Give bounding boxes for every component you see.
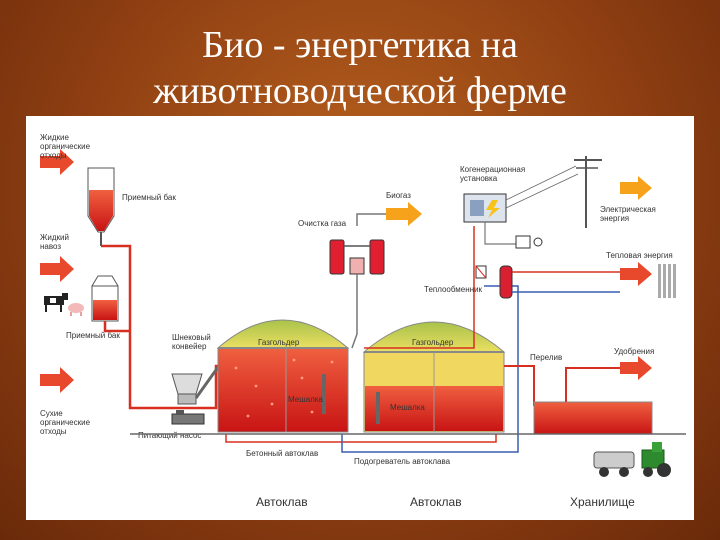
label-feed-pump: Питающий насос [138, 431, 201, 440]
label-electric-energy: Электрическая энергия [600, 205, 658, 223]
pipe-heat-red [364, 226, 475, 349]
pig-icon [68, 303, 84, 316]
label-fertilizer: Удобрения [614, 347, 654, 356]
label-concrete-autoclave: Бетонный автоклав [246, 449, 318, 458]
arrow-heat-energy [620, 262, 652, 286]
label-biogas: Биогаз [386, 191, 411, 200]
biogas-diagram: Жидкие органические отходы Жидкий навоз … [26, 116, 694, 520]
label-overflow: Перелив [530, 353, 562, 362]
label-gasholder-right: Газгольдер [412, 338, 454, 347]
slide-title: Био - энергетика на животноводческой фер… [0, 22, 720, 114]
label-screw-conveyor: Шнековый конвейер [172, 333, 213, 351]
receiving-tank-bottom [91, 275, 119, 322]
label-cogeneration: Когенерационная установка [460, 165, 527, 183]
autoclave-right [362, 321, 506, 433]
valve-box [515, 235, 531, 249]
label-receiving-tank-top: Приемный бак [122, 193, 176, 202]
slide-title-line-2: животноводческой ферме [153, 70, 567, 112]
biogas-diagram-svg: Жидкие органические отходы Жидкий навоз … [40, 133, 686, 509]
pipe-gas [351, 274, 358, 349]
cogeneration-unit [463, 193, 507, 223]
pipe-cogen [484, 222, 516, 245]
power-pylon-icon [505, 156, 602, 228]
pipe-heater-red [225, 434, 497, 443]
label-autoclave-heater: Подогреватель автоклава [354, 457, 451, 466]
receiving-tank-top [87, 167, 115, 246]
arrow-liquid-waste [40, 149, 74, 175]
label-heat-energy: Тепловая энергия [606, 251, 673, 260]
pipe-overflow [504, 365, 535, 406]
cow-icon [44, 293, 68, 312]
label-receiving-tank-bottom: Приемный бак [66, 331, 120, 340]
arrow-biogas [386, 202, 422, 226]
label-dry-waste: Сухие органические отходы [40, 409, 92, 436]
arrow-liquid-manure [40, 256, 74, 282]
label-autoclave-left: Автоклав [256, 495, 308, 509]
heat-exchanger [475, 265, 513, 299]
label-storage: Хранилище [570, 495, 635, 509]
arrow-dry-waste [40, 367, 74, 393]
label-liquid-waste: Жидкие органические отходы [40, 133, 92, 160]
tractor-icon [593, 442, 671, 477]
gas-cleaning [329, 239, 385, 275]
arrow-fertilizer [620, 356, 652, 380]
pipe-feed-2 [103, 321, 130, 333]
label-autoclave-right: Автоклав [410, 495, 462, 509]
storage-tank [533, 401, 653, 435]
feed-pump [171, 410, 205, 425]
meter-icon [533, 237, 543, 247]
label-mixer-left: Мешалка [288, 395, 323, 404]
autoclave-left [216, 319, 350, 433]
label-mixer-right: Мешалка [390, 403, 425, 412]
pipe-gas-2 [356, 213, 386, 226]
arrow-electric-energy [620, 176, 652, 200]
label-heat-exchanger: Теплообменник [424, 285, 483, 294]
radiator-icon [658, 264, 676, 298]
slide-title-line-1: Био - энергетика на [202, 24, 518, 66]
arrow-fertilizer-line [565, 367, 620, 402]
label-gasholder-left: Газгольдер [258, 338, 300, 347]
label-gas-cleaning: Очистка газа [298, 219, 347, 228]
label-liquid-manure: Жидкий навоз [40, 233, 71, 251]
